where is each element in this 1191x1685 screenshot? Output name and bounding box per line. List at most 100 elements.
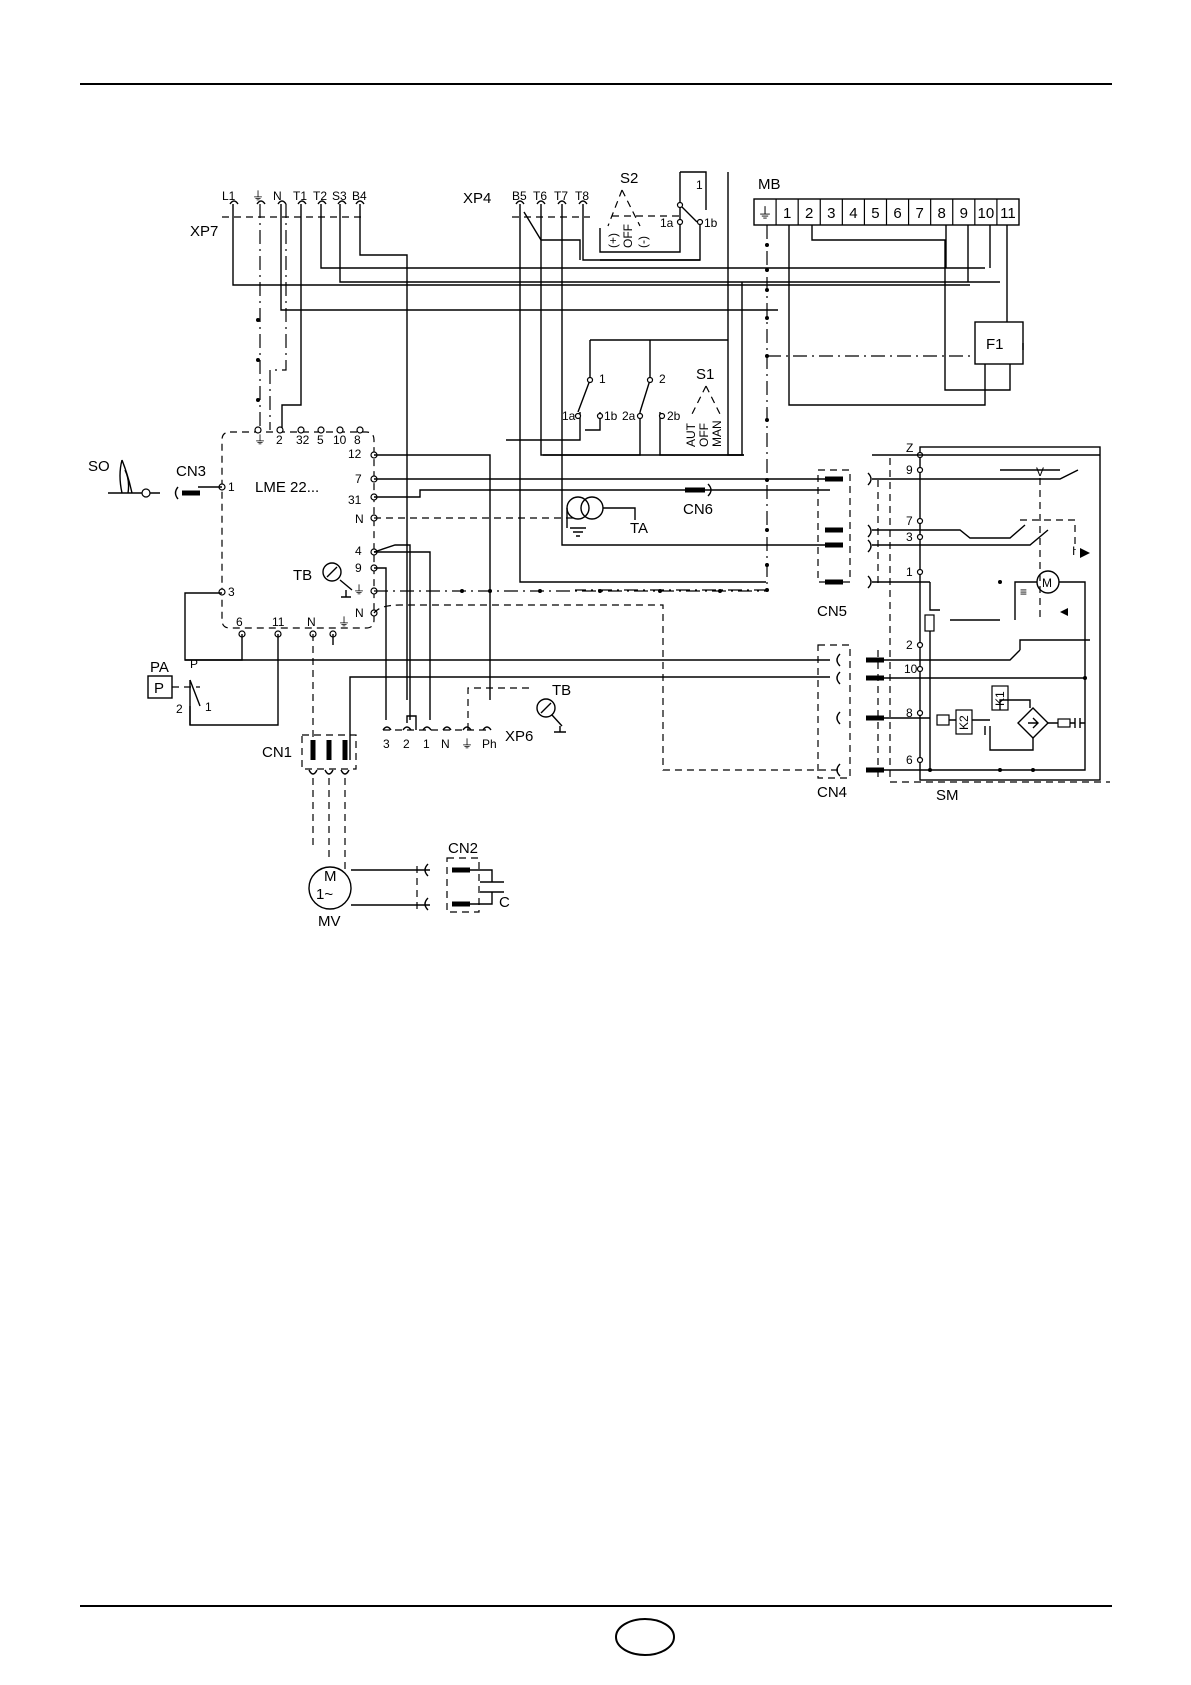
- s1-contact-label: 2: [659, 372, 666, 386]
- s1-position-label: MAN: [710, 420, 724, 447]
- cn6-connector: CN6: [683, 484, 713, 518]
- lme-top-terminal: [255, 427, 261, 433]
- lme-top-terminal: [318, 427, 324, 433]
- sm-pin-label: 9: [906, 463, 913, 477]
- pa-contact-label: 1: [205, 700, 212, 714]
- lme-top-pin: ⏚: [254, 433, 266, 447]
- earth-bus-nodes: [256, 243, 769, 593]
- xp7-label: XP7: [190, 223, 218, 240]
- cn2-label: CN2: [448, 840, 478, 857]
- mb-terminal-label: 9: [960, 205, 968, 222]
- cn4-label: CN4: [817, 784, 847, 801]
- lme-top-terminal: [298, 427, 304, 433]
- mb-label: MB: [758, 176, 781, 193]
- lme-right-pin: 12: [348, 447, 362, 461]
- lme-bottom-pin: N: [307, 615, 316, 629]
- sm-terminal: [918, 519, 923, 524]
- motor-symbol-bottom: 1~: [316, 886, 333, 903]
- sm-switch-mark: ≡: [1020, 585, 1027, 599]
- mb-terminal-label: 10: [978, 205, 995, 222]
- sm-pin-label: 1: [906, 565, 913, 579]
- lme-right-pin: N: [355, 606, 364, 620]
- lme-right-pin: 31: [348, 493, 362, 507]
- s1-contact-label: 1: [599, 372, 606, 386]
- f1-label: F1: [986, 336, 1004, 353]
- pa-symbol: P: [154, 680, 164, 697]
- s2-label: S2: [620, 170, 638, 187]
- lme-top-pin: 2: [276, 433, 283, 447]
- sm-pin-label: 3: [906, 530, 913, 544]
- lme22-control-box: LME 22... ⏚ 2 32 5 10 8 12 7 31 N 4 9 ⏚ …: [219, 427, 377, 637]
- s2-position-label: (+): [606, 233, 620, 248]
- pa-contact-label: 2: [176, 702, 183, 716]
- cn4-connector: CN4: [817, 645, 884, 801]
- cn1-label: CN1: [262, 744, 292, 761]
- sm-terminal: [918, 667, 923, 672]
- sm-terminal: [918, 468, 923, 473]
- tb-external-label: TB: [552, 682, 571, 699]
- mv-label: MV: [318, 913, 341, 930]
- s1-contact-label: 1b: [604, 409, 618, 423]
- s1-position-label: OFF: [697, 423, 711, 447]
- sm-switch-mark: V: [1036, 465, 1044, 479]
- s2-position-label: (-): [636, 236, 650, 248]
- cn3-label: CN3: [176, 463, 206, 480]
- lme-top-pin: 32: [296, 433, 310, 447]
- lme-bottom-pin: ⏚: [338, 615, 350, 629]
- sm-terminal: [918, 570, 923, 575]
- cn5-connector: CN5: [817, 470, 878, 620]
- lme-right-pin: 9: [355, 561, 362, 575]
- lme-bottom-pin: 11: [272, 615, 285, 629]
- so-label: SO: [88, 458, 110, 475]
- xp4-connector: XP4 B5 T6 T7 T8: [463, 189, 590, 217]
- page-number-oval: [616, 1619, 674, 1655]
- pa-label: PA: [150, 659, 169, 676]
- lme-top-pin: 10: [333, 433, 347, 447]
- so-probe: SO CN3: [88, 458, 206, 499]
- mb-terminal-label: 7: [915, 205, 923, 222]
- ta-transformer: TA: [567, 497, 648, 537]
- mb-terminal-label: 11: [1000, 205, 1016, 222]
- s2-contact-label: 1a: [660, 216, 674, 230]
- xp7-pin-label: S3: [332, 189, 347, 203]
- sm-terminal: [918, 758, 923, 763]
- lme-left-pin: 1: [228, 480, 235, 494]
- mb-terminal-label: 2: [805, 205, 813, 222]
- sm-pin-label: 2: [906, 638, 913, 652]
- lme-right-pin: N: [355, 512, 364, 526]
- mb-terminal-label: 3: [827, 205, 835, 222]
- pa-contact-label: P: [190, 657, 198, 671]
- tb-ground-internal: TB: [293, 563, 352, 597]
- pa-pressure-switch: PA P P 2 1: [148, 657, 212, 725]
- sm-pin-label: Z: [906, 441, 913, 455]
- ta-label: TA: [630, 520, 648, 537]
- mv-motor: M 1~ MV: [309, 867, 430, 930]
- lme-right-pin: ⏚: [353, 583, 365, 597]
- sm-switch-mark: I: [1072, 544, 1075, 558]
- sm-pin-label: 6: [906, 753, 913, 767]
- mb-terminal-block: MB ⏚1234567891011: [754, 176, 1019, 225]
- capacitor-label: C: [499, 894, 510, 911]
- xp6-pin-label: 2: [403, 737, 410, 751]
- sm-servomotor: SM Z 9 7 3 1 2 10 8 6 V ≡ I M K2 K1: [872, 441, 1110, 804]
- xp6-connector: 3 2 1 N ⏚ Ph XP6: [383, 688, 533, 751]
- lme-left-pin: 3: [228, 585, 235, 599]
- tb-ground-external: TB: [537, 682, 571, 732]
- sm-terminal: [918, 643, 923, 648]
- relay-k2-label: K2: [957, 715, 971, 730]
- s1-label: S1: [696, 366, 714, 383]
- sm-label: SM: [936, 787, 959, 804]
- cn2-connector: CN2 C: [417, 840, 510, 912]
- xp6-pin-label: ⏚: [461, 737, 473, 751]
- s1-contact-label: 1a: [562, 409, 576, 423]
- s2-contact-label: 1: [696, 178, 703, 192]
- xp4-label: XP4: [463, 190, 491, 207]
- lme-label: LME 22...: [255, 479, 319, 496]
- tb-internal-label: TB: [293, 567, 312, 584]
- s1-contact-label: 2a: [622, 409, 636, 423]
- mb-terminal-label: 1: [783, 205, 791, 222]
- lme-top-pin: 5: [317, 433, 324, 447]
- mb-terminal-label: ⏚: [758, 205, 773, 222]
